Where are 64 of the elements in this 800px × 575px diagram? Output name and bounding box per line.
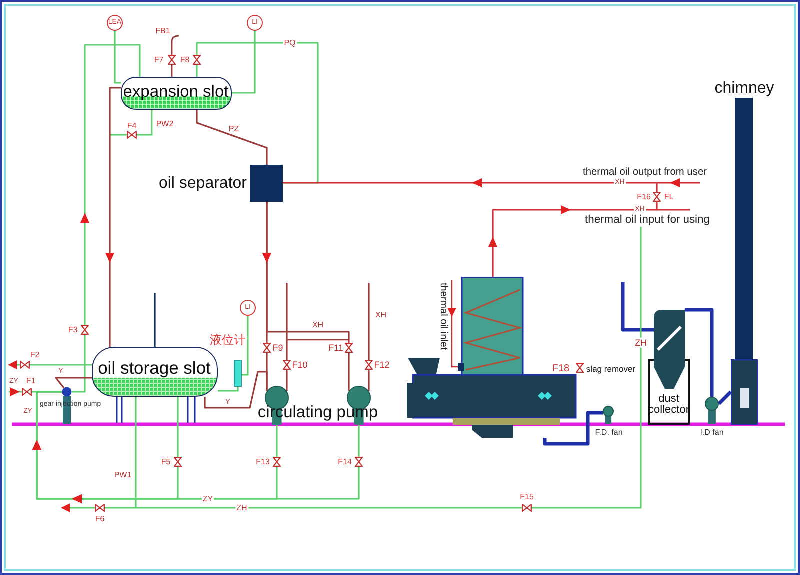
flue-duct: [718, 390, 732, 406]
pipe-label: PW1: [114, 470, 132, 480]
flue-duct: [690, 308, 714, 397]
storage-tank: [92, 347, 218, 397]
pipe-label: PZ: [228, 124, 240, 134]
pipe-label: XH: [312, 320, 324, 330]
valve-label: F10: [292, 360, 308, 370]
pipe-line: [232, 31, 256, 94]
valve-label: F15: [520, 492, 534, 502]
valve-label: F3: [68, 325, 78, 335]
flow-label: thermal oil input for using: [585, 214, 710, 227]
valve-label: F18: [552, 363, 570, 375]
tank-label: expansion slot: [122, 83, 230, 103]
pipe-line: [656, 183, 658, 210]
equipment-label: oil separator: [158, 174, 247, 194]
flow-arrow: [8, 360, 92, 370]
flow-arrow: [283, 178, 700, 188]
valve-label: F7: [154, 55, 164, 65]
flow-arrow: [32, 391, 360, 504]
pipe-label: XH: [375, 310, 387, 320]
flow-label: thermal oil output from user: [583, 166, 708, 179]
pipe-label: ZH: [236, 503, 248, 513]
expansion-tank: [121, 77, 232, 110]
pipe-line: [368, 283, 370, 391]
pipe-line: [135, 397, 137, 508]
equipment-label: chimney: [714, 79, 776, 98]
pipe-label: PQ: [283, 38, 297, 48]
tank-label: oil storage slot: [97, 358, 212, 379]
pipe-line: [242, 316, 249, 376]
pipe-line: [286, 283, 288, 391]
valve-label: F14: [338, 457, 352, 467]
valve-label: F2: [30, 350, 40, 360]
flue-duct: [543, 411, 603, 446]
pipe-label: ZH: [634, 338, 648, 348]
valve-label: F16: [637, 192, 651, 202]
flow-arrow: [106, 87, 121, 347]
pipe-line: [196, 110, 268, 165]
valve-label: F1: [26, 376, 36, 386]
flow-arrow: [262, 202, 350, 391]
valve-label: F5: [161, 457, 171, 467]
valve-label: FB1: [156, 26, 170, 36]
valve-label: F13: [256, 457, 270, 467]
equipment-label: F.D. fan: [594, 428, 624, 438]
valve-label: F12: [374, 360, 390, 370]
gauge-label: 液位计: [210, 333, 246, 348]
pipe-line: [114, 31, 121, 84]
pipe-line: [55, 377, 92, 388]
equipment-label: I.D fan: [699, 428, 725, 438]
valve-label: F8: [180, 55, 190, 65]
equipment-label: slag remover: [586, 365, 636, 375]
valve-label: FL: [664, 192, 674, 202]
pipe-label: PW2: [156, 119, 174, 129]
flow-arrow: [72, 44, 141, 393]
flue-duct: [621, 282, 648, 332]
pipe-label: ZY: [202, 494, 214, 504]
valve-label: F9: [272, 342, 284, 354]
inlet-label: thermal oil inlet: [437, 283, 449, 350]
pipe-line: [218, 387, 239, 392]
valve-label: F11: [328, 342, 344, 354]
pipe-line: [204, 371, 268, 409]
valve-label: F6: [95, 514, 105, 524]
valve-label: F4: [127, 121, 137, 131]
flow-arrow: [61, 227, 642, 512]
flow-arrow: [488, 206, 690, 277]
